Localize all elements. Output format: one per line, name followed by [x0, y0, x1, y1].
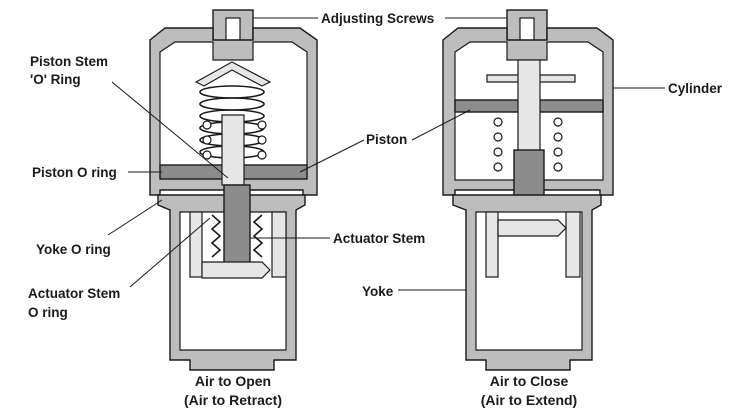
- label-piston-stem-oring-1: Piston Stem: [30, 54, 108, 69]
- label-actuator-stem-oring-2: O ring: [28, 305, 68, 320]
- right-guide: [485, 211, 499, 278]
- label-piston: Piston: [366, 132, 407, 147]
- label-adjusting-screws: Adjusting Screws: [321, 11, 434, 26]
- label-piston-stem-oring-2: 'O' Ring: [30, 72, 81, 87]
- caption-left-line2: (Air to Retract): [184, 392, 282, 408]
- right-actuator: [442, 9, 614, 371]
- left-stem-connector: [201, 261, 271, 279]
- left-scale: [271, 211, 287, 278]
- label-actuator-stem-oring-1: Actuator Stem: [28, 286, 120, 301]
- label-yoke-oring: Yoke O ring: [36, 242, 111, 257]
- label-actuator-stem: Actuator Stem: [333, 231, 425, 246]
- left-spring-side-coils: [202, 120, 267, 160]
- right-yoke-window: [475, 211, 583, 351]
- right-scale: [565, 211, 581, 278]
- label-piston-oring: Piston O ring: [32, 165, 117, 180]
- left-bellows-housing: [189, 211, 203, 278]
- right-springs: [493, 117, 563, 172]
- label-cylinder: Cylinder: [668, 81, 723, 96]
- left-actuator-stem: [223, 184, 251, 266]
- left-bellows: [210, 214, 264, 258]
- label-yoke: Yoke: [362, 284, 394, 299]
- left-actuator: [149, 9, 318, 371]
- right-piston-stem: [517, 59, 541, 156]
- caption-right-line1: Air to Close: [490, 373, 569, 389]
- right-stem-connector: [497, 219, 567, 237]
- left-spring-seat: [194, 61, 272, 87]
- caption-left-line1: Air to Open: [195, 373, 271, 389]
- caption-right-line2: (Air to Extend): [481, 392, 577, 408]
- left-piston-stem: [221, 114, 245, 186]
- leader-lines: [107, 17, 665, 291]
